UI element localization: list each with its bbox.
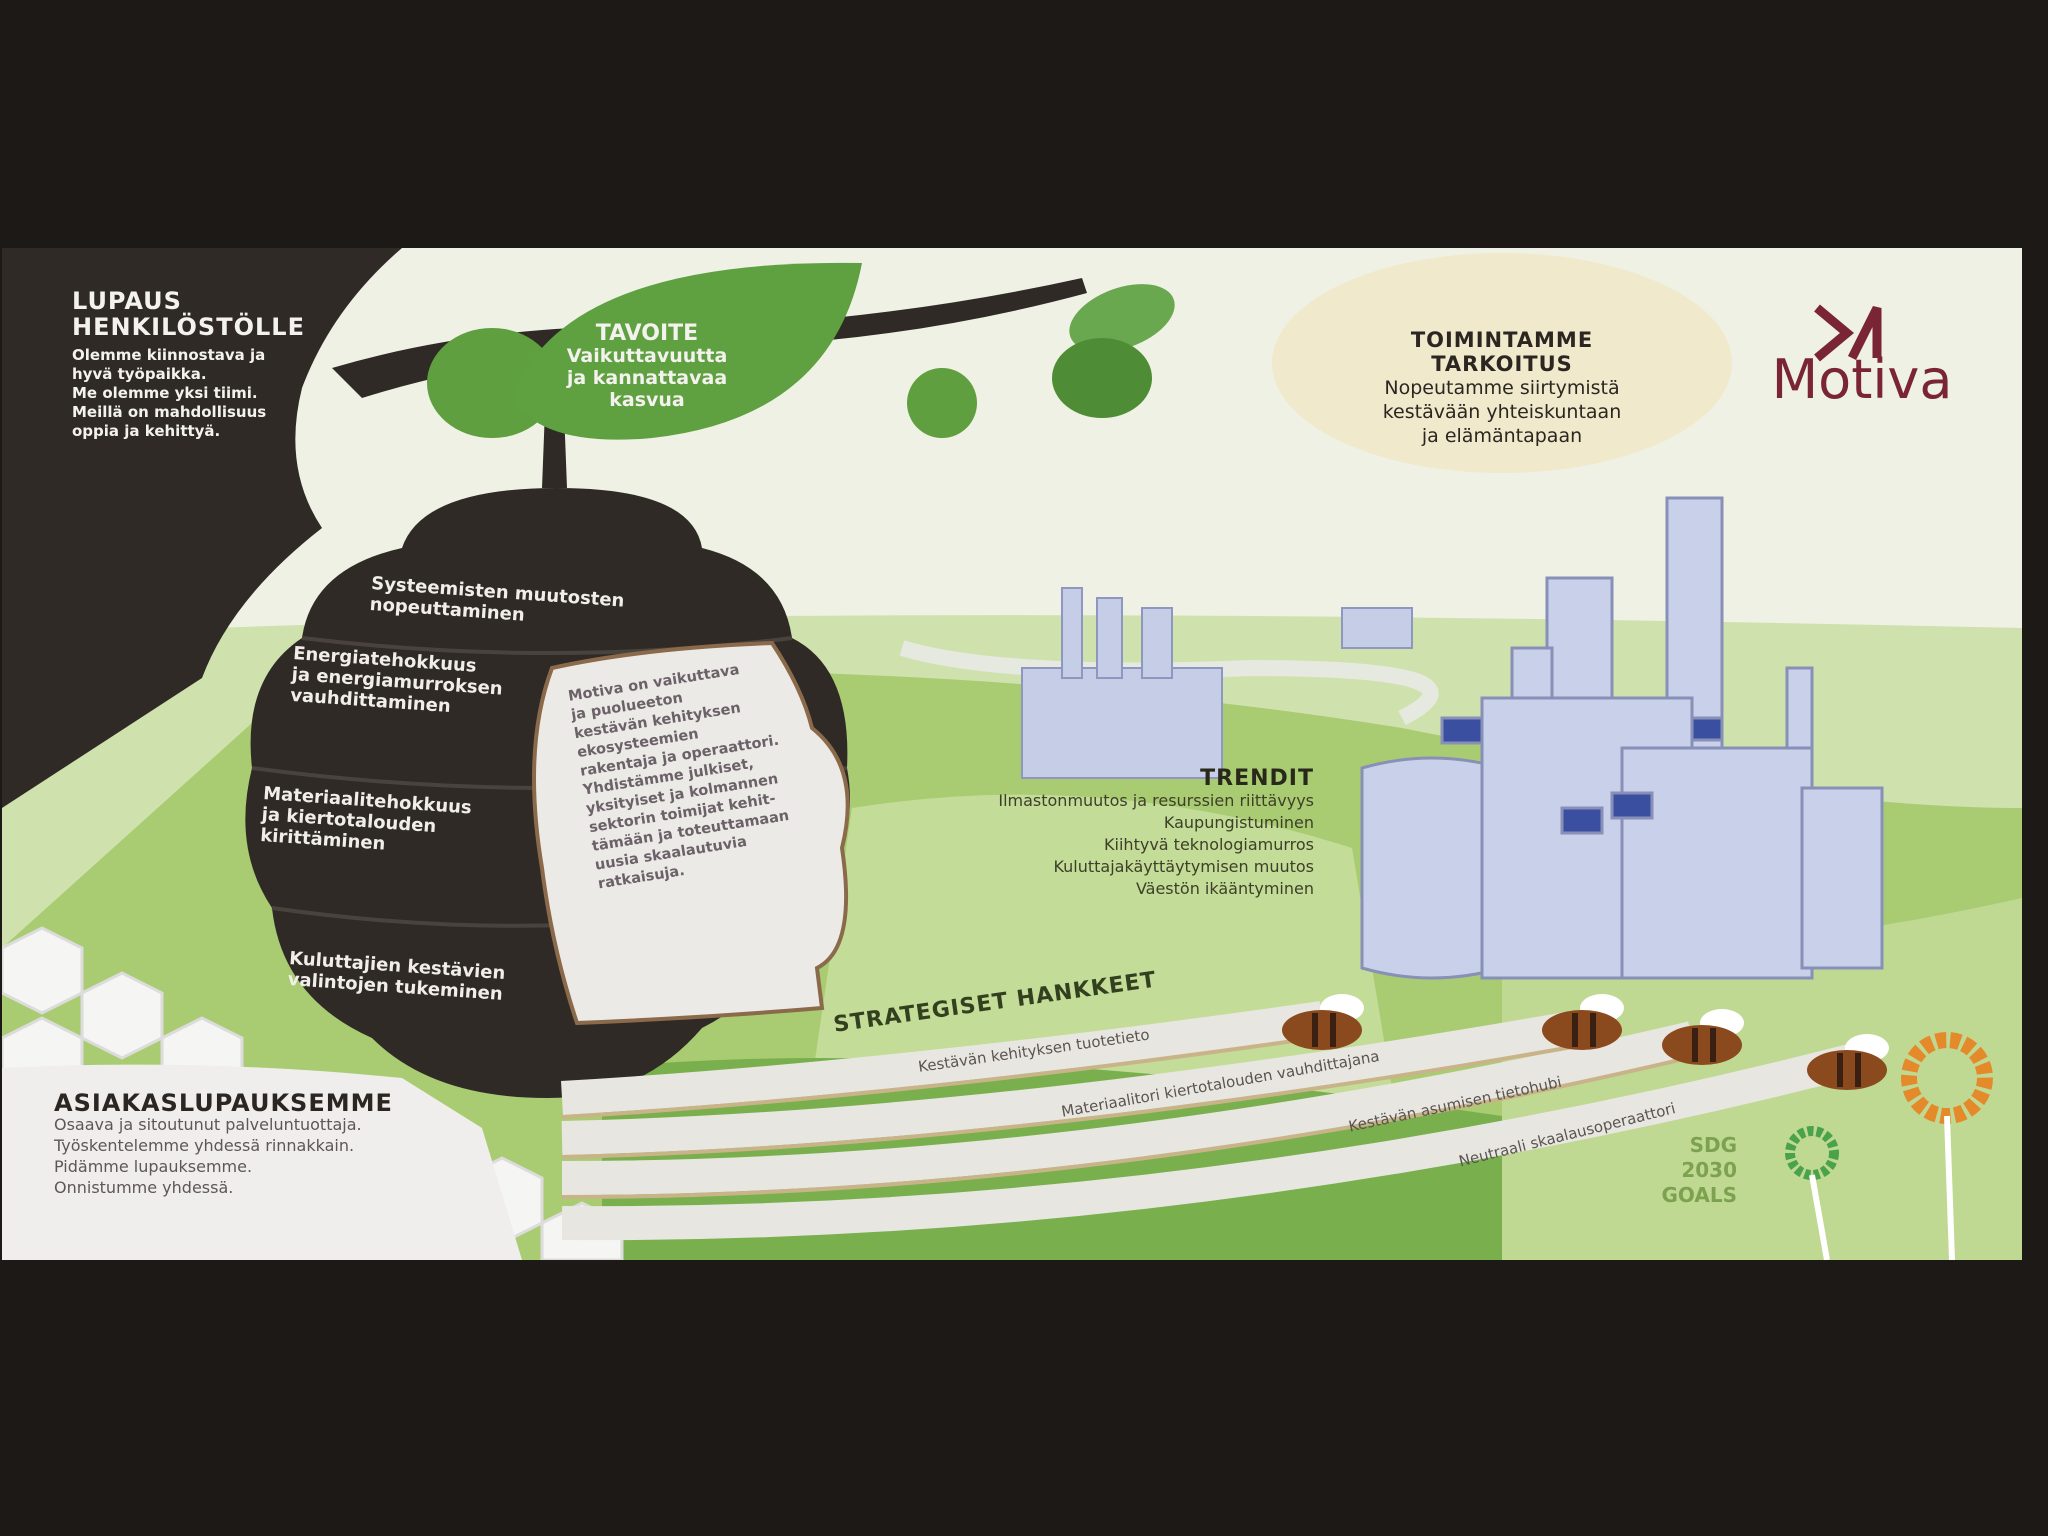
flower-stems bbox=[1809, 1115, 1955, 1260]
motiva-logo: Motiva bbox=[1737, 348, 1987, 411]
lupaus-title: LUPAUS HENKILÖSTÖLLE bbox=[72, 288, 305, 340]
note-card bbox=[532, 640, 850, 1026]
purpose-glow bbox=[1272, 253, 1732, 473]
asiakas-line: Onnistumme yhdessä. bbox=[54, 1178, 234, 1197]
factory bbox=[1360, 496, 1884, 980]
purpose-block: TOIMINTAMME TARKOITUS Nopeutamme siirtym… bbox=[1332, 328, 1672, 448]
trend-item: Ilmastonmuutos ja resurssien riittävyys bbox=[998, 791, 1314, 810]
lupaus-body: Olemme kiinnostava ja hyvä työpaikka. Me… bbox=[72, 346, 266, 441]
sdg-line: SDG bbox=[1689, 1133, 1737, 1157]
bees bbox=[1282, 994, 1889, 1090]
sdg-label: SDG 2030 GOALS bbox=[1647, 1133, 1737, 1208]
logo-text: Motiva bbox=[1771, 348, 1953, 411]
asiakas-panel bbox=[2, 1064, 522, 1260]
trends-block: TRENDIT Ilmastonmuutos ja resurssien rii… bbox=[998, 768, 1314, 900]
tavoite-line: Vaikuttavuutta bbox=[566, 345, 728, 367]
leaf bbox=[1069, 284, 1175, 352]
lupaus-line: Meillä on mahdollisuus bbox=[72, 403, 267, 421]
trend-item: Kuluttajakäyttäytymisen muutos bbox=[1053, 857, 1314, 876]
city-road bbox=[899, 640, 1439, 726]
tavoite-line: ja kannattavaa bbox=[566, 367, 728, 389]
asiakas-block: ASIAKASLUPAUKSEMME Osaava ja sitoutunut … bbox=[54, 1089, 393, 1198]
lupaus-line: Me olemme yksi tiimi. bbox=[72, 384, 258, 402]
project-roads bbox=[561, 1001, 1867, 1241]
leaf bbox=[1052, 338, 1152, 418]
asiakas-title: ASIAKASLUPAUKSEMME bbox=[54, 1089, 393, 1117]
lupaus-title-line: HENKILÖSTÖLLE bbox=[72, 313, 305, 341]
leaf bbox=[907, 368, 977, 438]
purpose-line: Nopeutamme siirtymistä bbox=[1384, 377, 1620, 399]
asiakas-line: Pidämme lupauksemme. bbox=[54, 1157, 253, 1176]
tavoite-leaf bbox=[512, 262, 862, 440]
asiakas-line: Osaava ja sitoutunut palveluntuottaja. bbox=[54, 1115, 362, 1134]
tree-trunk bbox=[2, 248, 402, 808]
tavoite-title: TAVOITE bbox=[595, 321, 699, 346]
lupaus-title-line: LUPAUS bbox=[72, 287, 182, 315]
trend-item: Väestön ikääntyminen bbox=[1135, 879, 1314, 898]
motiva-mark-icon bbox=[1814, 304, 1882, 362]
purpose-line: kestävään yhteiskuntaan bbox=[1382, 401, 1622, 423]
trends-title: TRENDIT bbox=[1200, 766, 1314, 791]
lupaus-line: hyvä työpaikka. bbox=[72, 365, 207, 383]
purpose-title: TARKOITUS bbox=[1431, 352, 1573, 376]
infographic-slide: LUPAUS HENKILÖSTÖLLE Olemme kiinnostava … bbox=[2, 248, 2022, 1260]
purpose-title: TOIMINTAMME bbox=[1410, 328, 1594, 352]
tavoite-block: TAVOITE Vaikuttavuutta ja kannattavaa ka… bbox=[547, 321, 747, 412]
hive-note: Motiva on vaikuttava ja puolueeton kestä… bbox=[567, 644, 876, 894]
lupaus-line: oppia ja kehittyä. bbox=[72, 422, 221, 440]
city-buildings bbox=[1021, 587, 1413, 779]
trend-item: Kiihtyvä teknologiamurros bbox=[1104, 835, 1314, 854]
sdg-line: 2030 bbox=[1681, 1158, 1737, 1182]
tavoite-line: kasvua bbox=[609, 389, 685, 411]
asiakas-line: Työskentelemme yhdessä rinnakkain. bbox=[54, 1136, 355, 1155]
sdg-line: GOALS bbox=[1661, 1183, 1737, 1207]
trend-item: Kaupungistuminen bbox=[1163, 813, 1314, 832]
purpose-line: ja elämäntapaan bbox=[1421, 425, 1583, 447]
lupaus-line: Olemme kiinnostava ja bbox=[72, 346, 266, 364]
illustration-background bbox=[2, 248, 2022, 1260]
sdg-wheel-icon bbox=[1785, 1126, 1839, 1180]
